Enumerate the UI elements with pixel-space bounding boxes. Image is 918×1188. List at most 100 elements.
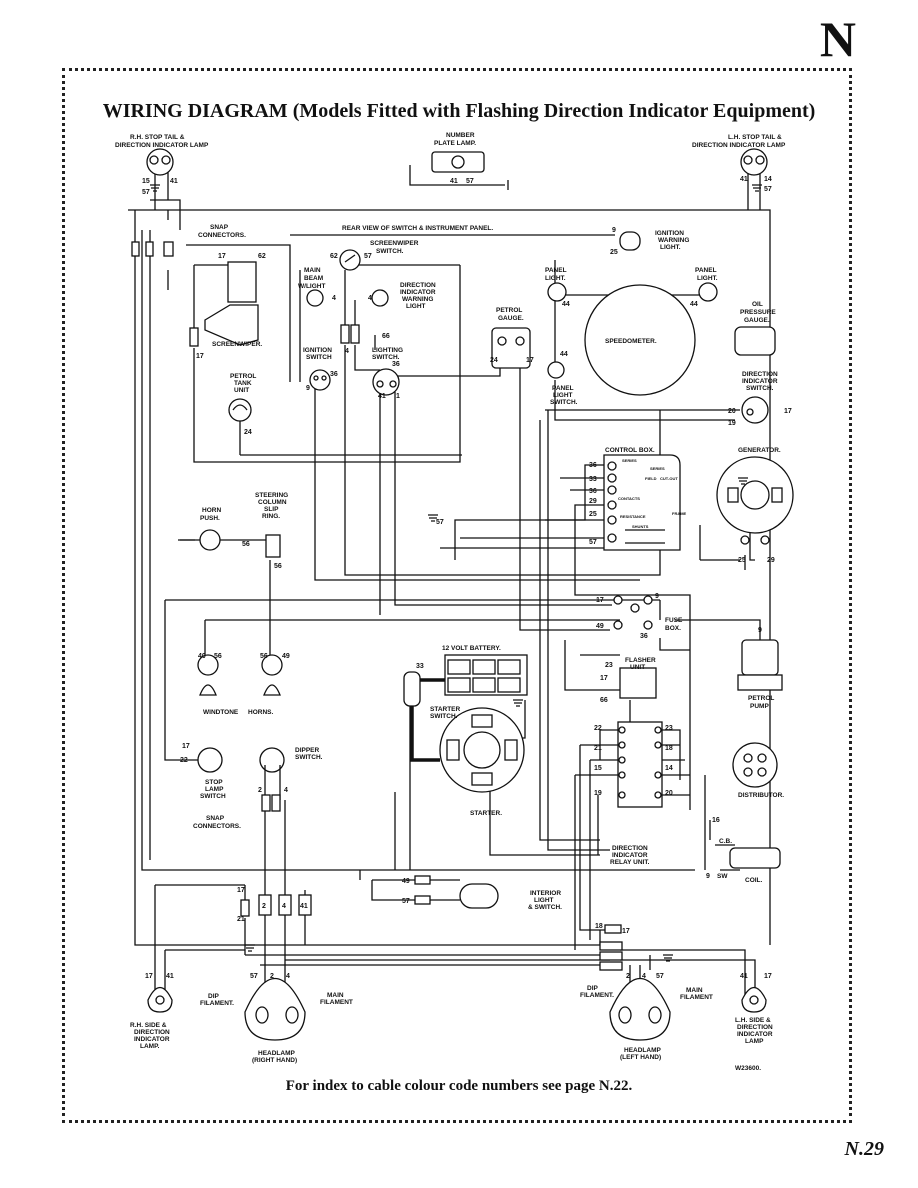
label-main-filament-l: MAIN xyxy=(686,987,703,994)
label-petrol-gauge: GAUGE. xyxy=(498,315,524,322)
label-panel-light-switch: LIGHT xyxy=(553,392,573,399)
label-rh-side: DIRECTION xyxy=(134,1029,170,1036)
cable-number: 17 xyxy=(526,357,534,364)
label-starter-switch: STARTER xyxy=(430,706,461,713)
cable-number: 36 xyxy=(392,361,400,368)
cable-number: 9 xyxy=(706,873,710,880)
label-cb-contacts: CONTACTS xyxy=(618,496,640,501)
label-horns: HORNS. xyxy=(248,709,273,716)
cable-number: 4 xyxy=(284,787,288,794)
speedometer xyxy=(584,284,696,396)
label-stop-lamp: STOP xyxy=(205,779,223,786)
label-interior: INTERIOR xyxy=(530,890,561,897)
label-panel-light-right: PANEL xyxy=(695,267,717,274)
label-main-filament-r: MAIN xyxy=(327,992,344,999)
label-panel-light-right: LIGHT. xyxy=(697,275,718,282)
cable-number: 56 xyxy=(260,653,268,660)
cable-number: 17 xyxy=(784,408,792,415)
label-snap-connectors: SNAP xyxy=(210,224,229,231)
cable-number: 22 xyxy=(180,757,188,764)
label-battery: 12 VOLT BATTERY. xyxy=(442,645,501,652)
label-rh-stop-tail: DIRECTION INDICATOR LAMP xyxy=(115,142,209,149)
label-number-plate: PLATE LAMP. xyxy=(434,140,476,147)
cable-number: 17 xyxy=(600,675,608,682)
panel-connectors xyxy=(340,324,360,344)
lh-headlamp xyxy=(609,978,671,1041)
control-box xyxy=(603,454,681,551)
snap-connectors-top xyxy=(131,241,174,257)
cable-number: 9 xyxy=(655,593,659,600)
cable-number: 9 xyxy=(758,627,762,634)
label-interior: LIGHT xyxy=(534,897,554,904)
cable-number: 15 xyxy=(594,765,602,772)
windtone-horns xyxy=(197,654,283,696)
label-oil-pressure: GAUGE. xyxy=(744,317,770,324)
label-rh-side: R.H. SIDE & xyxy=(130,1022,167,1029)
label-lh-stop-tail: L.H. STOP TAIL & xyxy=(728,134,782,141)
label-petrol-pump: PUMP xyxy=(750,703,769,710)
ignition-switch xyxy=(309,369,331,391)
label-horn-push: HORN xyxy=(202,507,221,514)
rh-side-direction-lamp xyxy=(147,986,173,1013)
label-relay: RELAY UNIT. xyxy=(610,859,650,866)
cable-number: 20 xyxy=(728,408,736,415)
label-petrol-tank: PETROL xyxy=(230,373,256,380)
cable-number: 29 xyxy=(767,557,775,564)
cable-number: 36 xyxy=(589,488,597,495)
cable-number: 66 xyxy=(600,697,608,704)
label-ignition-switch: IGNITION xyxy=(303,347,332,354)
label-lh-side: LAMP xyxy=(745,1038,764,1045)
cable-number: 23 xyxy=(605,662,613,669)
lh-stop-tail-lamp xyxy=(740,148,768,176)
drawing-reference: W23600. xyxy=(735,1065,761,1072)
cable-number: 57 xyxy=(402,898,410,905)
label-lighting-switch: SWITCH. xyxy=(372,354,400,361)
rh-stop-tail-lamp xyxy=(146,148,174,176)
cable-number: 20 xyxy=(665,790,673,797)
snap-connectors-bottom xyxy=(240,794,312,917)
cable-number: 36 xyxy=(330,371,338,378)
label-dir-ind-switch: INDICATOR xyxy=(742,378,778,385)
cable-number: 24 xyxy=(244,429,252,436)
label-snap-bottom: CONNECTORS. xyxy=(193,823,241,830)
starter-switch xyxy=(403,671,421,707)
label-dir-ind-switch: SWITCH. xyxy=(746,385,774,392)
cable-number: 49 xyxy=(282,653,290,660)
cable-number: 62 xyxy=(258,253,266,260)
label-headlamp-l: (LEFT HAND) xyxy=(620,1054,661,1061)
label-main-beam: W/LIGHT xyxy=(298,283,325,290)
cable-number: 14 xyxy=(665,765,673,772)
label-steering: COLUMN xyxy=(258,499,287,506)
cable-number: 23 xyxy=(665,725,673,732)
cable-number: 36 xyxy=(589,462,597,469)
label-relay: INDICATOR xyxy=(612,852,648,859)
cable-number: 66 xyxy=(382,333,390,340)
label-screenwiper: SCREENWIPER. xyxy=(212,341,262,348)
cable-number: 41 xyxy=(378,393,386,400)
cable-number: 57 xyxy=(142,189,150,196)
label-stop-lamp: LAMP xyxy=(205,786,224,793)
cable-number: 25 xyxy=(738,557,746,564)
label-cb-shunts: SHUNTS xyxy=(632,524,649,529)
panel-light-right xyxy=(698,282,718,302)
label-lighting-switch: LIGHTING xyxy=(372,347,403,354)
label-dip-filament-l: FILAMENT. xyxy=(580,992,614,999)
direction-indicator-warning-light xyxy=(371,289,389,307)
cable-number: 4 xyxy=(286,973,290,980)
label-rh-side: INDICATOR xyxy=(134,1036,170,1043)
label-petrol-gauge: PETROL xyxy=(496,307,522,314)
interior-light xyxy=(414,875,499,909)
cable-number: 14 xyxy=(764,176,772,183)
front-connector-block xyxy=(599,924,623,971)
cable-number: 4 xyxy=(332,295,336,302)
cable-number: 4 xyxy=(345,348,349,355)
label-ignition-warning: IGNITION xyxy=(655,230,684,237)
cable-numbers: 15 57 41 41 57 41 14 57 17 62 62 57 9 25… xyxy=(142,176,792,980)
direction-indicator-relay-unit xyxy=(617,721,663,808)
cable-number: 2 xyxy=(258,787,262,794)
generator xyxy=(716,456,794,545)
label-cb-frame: FRAME xyxy=(672,511,687,516)
steering-column-slip-ring xyxy=(265,534,281,558)
label-ignition-switch: SWITCH xyxy=(306,354,332,361)
label-headlamp-l: HEADLAMP xyxy=(624,1047,661,1054)
